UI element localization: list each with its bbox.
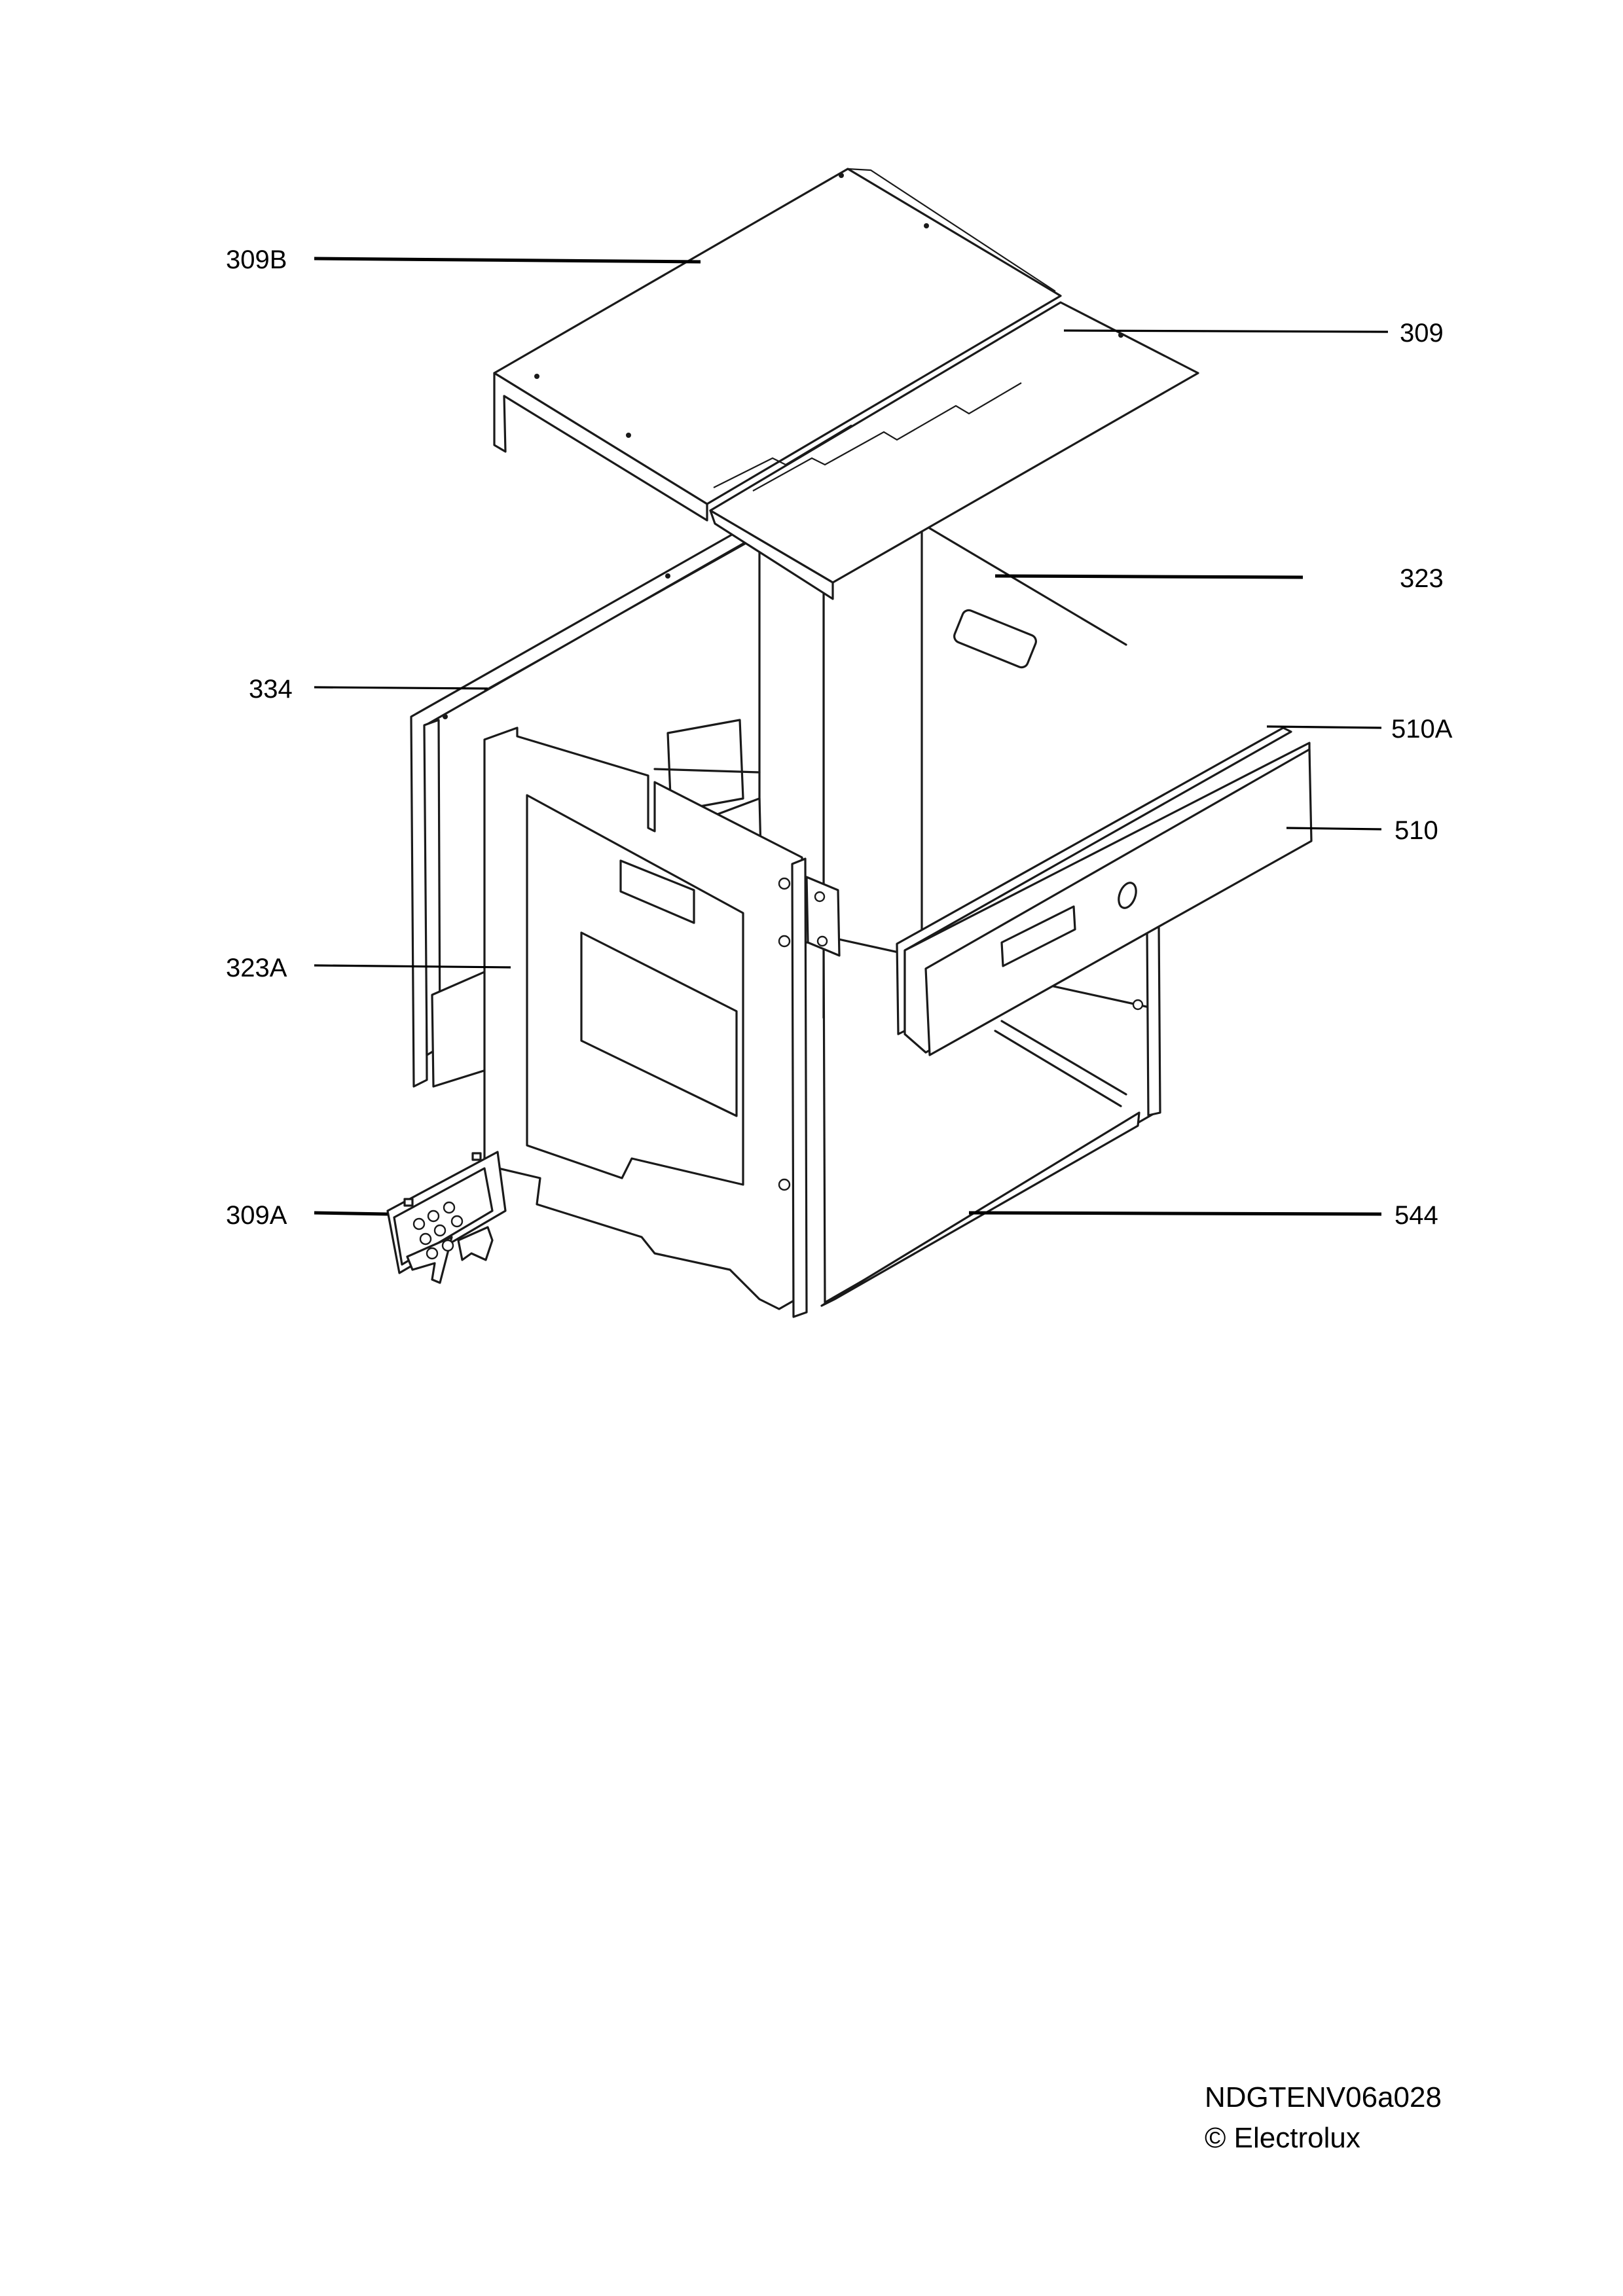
callout-309b: 309B: [226, 245, 287, 274]
callout-309a: 309A: [226, 1201, 287, 1230]
leader-510a: [1266, 725, 1382, 729]
part-510-control-panel: [903, 742, 1313, 1056]
copyright-notice: © Electrolux: [1205, 2122, 1360, 2154]
leader-510: [1286, 827, 1382, 831]
callout-323: 323: [1400, 564, 1444, 593]
leader-309a: [314, 1211, 388, 1216]
callout-544: 544: [1395, 1201, 1438, 1230]
leader-544: [968, 1211, 1382, 1216]
callout-334: 334: [249, 675, 293, 704]
leader-309: [1063, 329, 1389, 333]
callout-323a: 323A: [226, 954, 287, 982]
callout-309: 309: [1400, 319, 1444, 348]
part-309-top-cover: [709, 301, 1199, 600]
leader-lines: [314, 257, 1389, 1216]
leader-323a: [314, 964, 511, 969]
leader-334: [314, 686, 488, 690]
part-323a-side-panel: [483, 726, 841, 1318]
callout-510: 510: [1395, 816, 1438, 845]
callout-labels: 309B 309 323 334 510A 510 323A 309A 544: [226, 245, 1453, 1230]
part-309b-top-cover: [493, 168, 1062, 522]
part-309a-bracket: [386, 1151, 507, 1284]
callout-510a: 510A: [1391, 715, 1453, 744]
leader-309b: [314, 257, 701, 264]
drawing-code: NDGTENV06a028: [1205, 2081, 1442, 2113]
leader-323: [994, 574, 1304, 579]
